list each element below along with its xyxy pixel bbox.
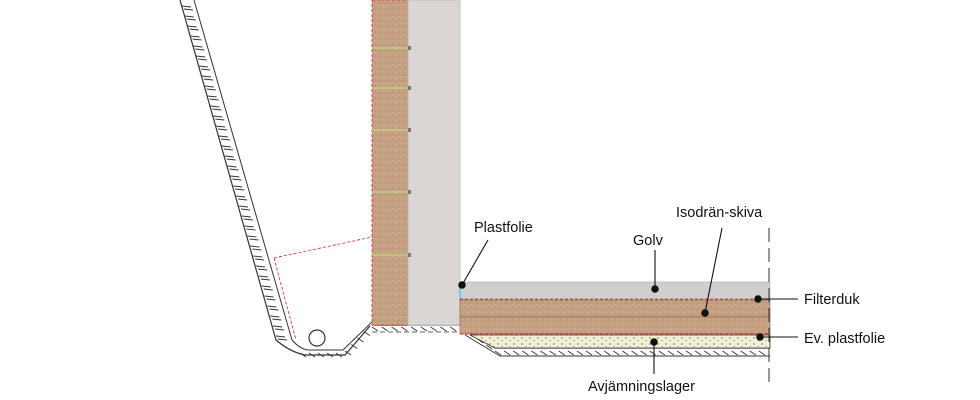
floor-slab bbox=[459, 281, 771, 300]
ev-plastfolie-dot bbox=[756, 333, 764, 341]
wall-anchors bbox=[372, 47, 410, 256]
label-leaders bbox=[458, 227, 798, 374]
leveling-layer bbox=[469, 334, 771, 349]
label-plastfolie: Plastfolie bbox=[474, 220, 533, 236]
drainage-fill-line bbox=[273, 236, 373, 341]
avjamning-dot bbox=[650, 338, 658, 346]
concrete-wall bbox=[407, 0, 461, 326]
isodran-board-upper bbox=[459, 299, 771, 318]
drain-pipe bbox=[308, 329, 326, 347]
label-golv: Golv bbox=[633, 233, 664, 249]
golv-dot bbox=[651, 285, 659, 293]
isodran-board-lower bbox=[459, 316, 771, 335]
isodran-dot bbox=[701, 309, 709, 317]
label-isodran: Isodrän-skiva bbox=[676, 205, 763, 221]
anchor-tips bbox=[408, 46, 411, 257]
plastfolie-dot bbox=[458, 281, 466, 289]
label-filterduk: Filterduk bbox=[804, 292, 860, 308]
label-avjamning: Avjämningslager bbox=[588, 379, 695, 395]
filterduk-dot bbox=[754, 295, 762, 303]
wall-insulation bbox=[371, 0, 409, 326]
label-ev-plastfolie: Ev. plastfolie bbox=[804, 331, 885, 347]
